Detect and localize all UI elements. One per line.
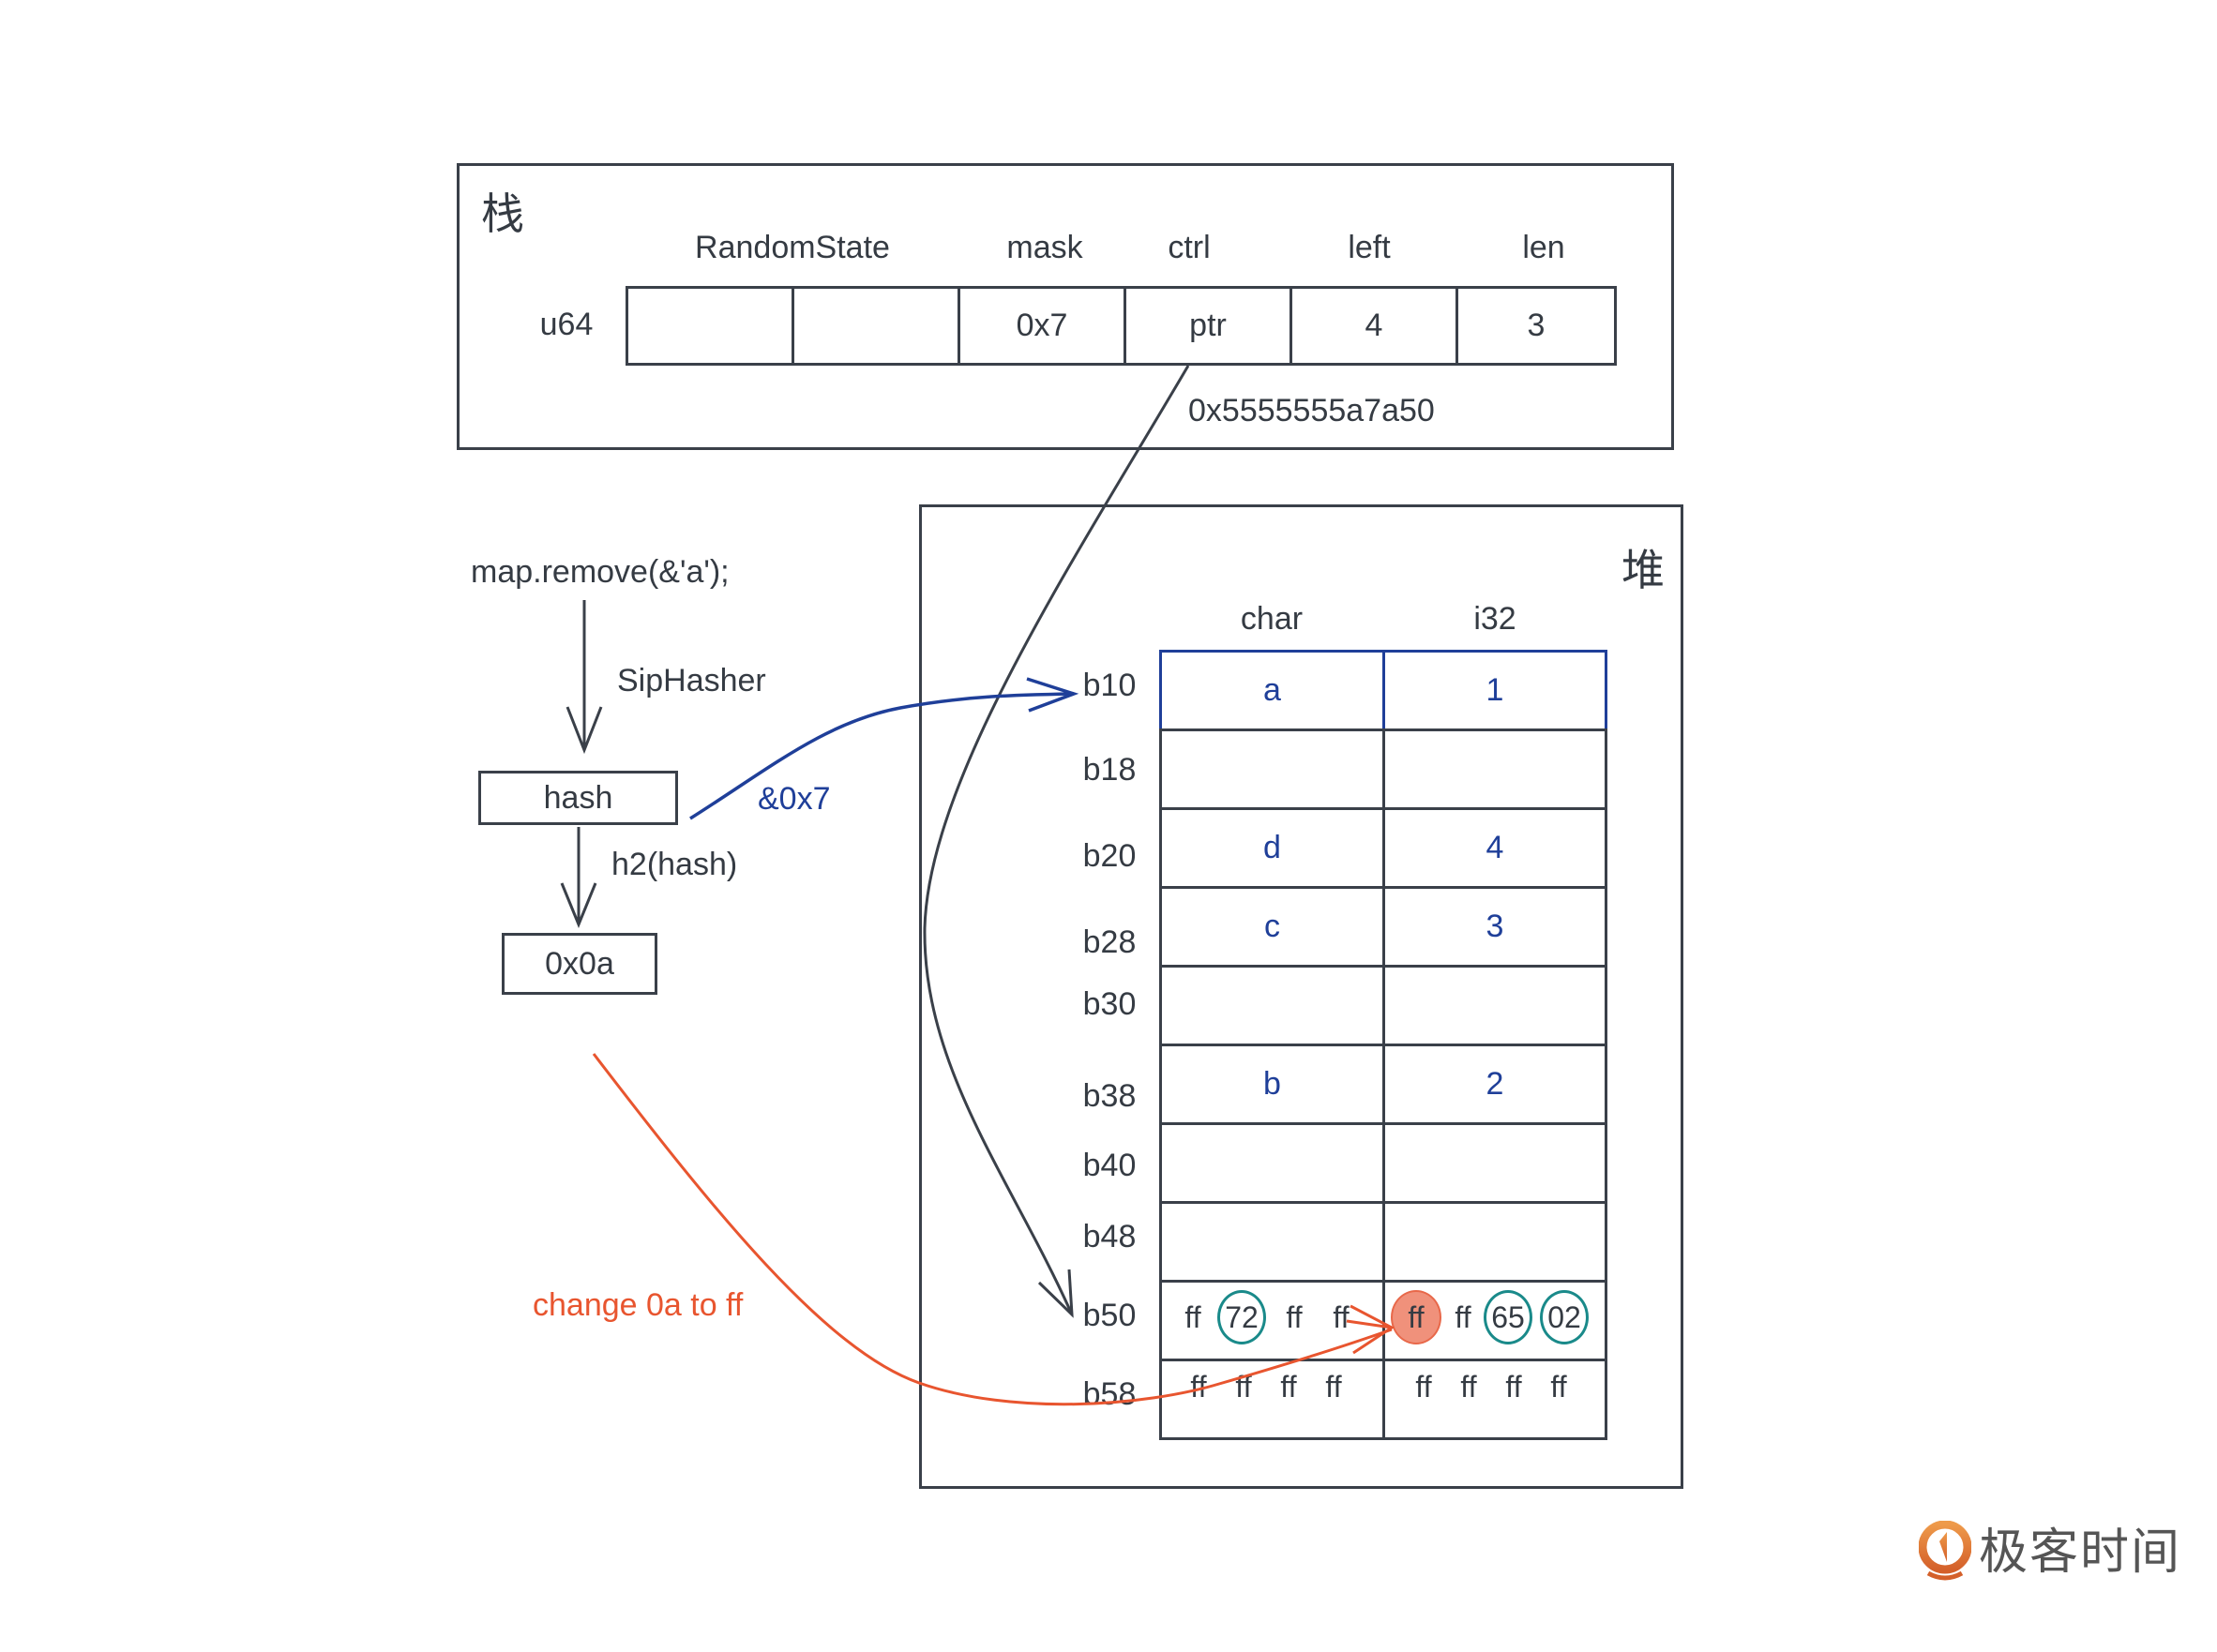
logo-icon	[1918, 1520, 1972, 1581]
ctrl-byte: ff	[1415, 1370, 1432, 1404]
stack-header-randomstate: RandomState	[695, 230, 890, 265]
ctrl-byte: ff	[1325, 1370, 1342, 1404]
heap-row-address: b58	[1082, 1376, 1137, 1412]
heap-cell-i32	[1382, 1122, 1607, 1204]
heap-row-address: b28	[1082, 924, 1137, 960]
stack-cell-left: 4	[1289, 286, 1458, 366]
heap-row-address: b38	[1082, 1078, 1137, 1114]
ctrl-byte: ff	[1286, 1300, 1303, 1334]
heap-cell-i32	[1382, 1201, 1607, 1283]
stack-cell-len: 3	[1455, 286, 1617, 366]
ctrl-byte: 02	[1547, 1300, 1581, 1334]
heap-cell-i32	[1382, 965, 1607, 1046]
ctrl-byte: 72	[1225, 1300, 1259, 1334]
ctrl-byte: ff	[1455, 1300, 1471, 1334]
stack-cell-randomstate-0	[626, 286, 794, 366]
h2-result-box: 0x0a	[502, 933, 657, 995]
heap-row-address: b20	[1082, 838, 1137, 874]
brand-name: 极客时间	[1979, 1524, 2182, 1581]
h2-arrow	[560, 827, 597, 928]
heap-row-address: b48	[1082, 1219, 1137, 1254]
siphasher-arrow	[566, 600, 603, 755]
changed-byte-marker	[1391, 1290, 1441, 1344]
ctrl-byte: ff	[1333, 1300, 1350, 1334]
heap-row-address: b40	[1082, 1148, 1137, 1183]
heap-cell-char: c	[1159, 886, 1385, 968]
heap-cell-i32: 3	[1382, 886, 1607, 968]
heap-row-address: b30	[1082, 986, 1137, 1022]
stack-row-label: u64	[539, 307, 594, 342]
heap-frame	[919, 504, 1683, 1489]
heap-cell-i32: 2	[1382, 1044, 1607, 1125]
heap-cell-char	[1159, 1122, 1385, 1204]
heap-cell-i32: 1	[1382, 650, 1607, 731]
heap-header-i32: i32	[1473, 601, 1516, 637]
remove-call-code: map.remove(&'a');	[471, 554, 730, 590]
heap-cell-i32-value: 2	[1486, 1066, 1504, 1102]
ctrl-byte: 65	[1491, 1300, 1525, 1334]
heap-cell-char-value: d	[1263, 830, 1281, 865]
ctrl-byte: ff	[1505, 1370, 1522, 1404]
heap-cell-char-value: c	[1264, 909, 1280, 944]
h2-match-ring	[1484, 1290, 1532, 1344]
heap-cell-i32-value: 3	[1486, 909, 1504, 944]
heap-header-char: char	[1240, 601, 1304, 637]
heap-row-address: b18	[1082, 752, 1137, 788]
mask-and-label: &0x7	[758, 781, 831, 817]
heap-row-address: b10	[1082, 668, 1137, 703]
stack-title: 栈	[481, 188, 524, 239]
brand-logo	[1918, 1520, 1972, 1589]
heap-cell-i32-value: 4	[1486, 830, 1504, 865]
stack-cell-ctrl: ptr	[1124, 286, 1292, 366]
heap-cell-char	[1159, 728, 1385, 810]
ctrl-pointer-address: 0x5555555a7a50	[1188, 393, 1435, 428]
heap-cell-char: a	[1159, 650, 1385, 731]
heap-cell-char-value: b	[1263, 1066, 1281, 1102]
heap-cell-i32-value: 1	[1486, 672, 1504, 708]
ctrl-byte: ff	[1280, 1370, 1297, 1404]
h2-match-ring	[1540, 1290, 1589, 1344]
stack-header-len: len	[1522, 230, 1565, 265]
stack-cell-randomstate-1	[792, 286, 960, 366]
ctrl-byte: ff	[1190, 1370, 1207, 1404]
heap-cell-char	[1159, 965, 1385, 1046]
stack-header-left: left	[1348, 230, 1391, 265]
heap-row-address: b50	[1082, 1298, 1137, 1333]
ctrl-byte: ff	[1550, 1370, 1567, 1404]
stack-header-ctrl: ctrl	[1168, 230, 1211, 265]
stack-header-mask: mask	[1006, 230, 1083, 265]
ctrl-byte: ff	[1460, 1370, 1477, 1404]
change-label: change 0a to ff	[533, 1287, 744, 1323]
heap-cell-char	[1159, 1201, 1385, 1283]
siphasher-label: SipHasher	[617, 663, 766, 698]
heap-cell-char-value: a	[1263, 672, 1281, 708]
hash-box: hash	[478, 771, 678, 825]
heap-cell-i32: 4	[1382, 807, 1607, 889]
h2-label: h2(hash)	[611, 847, 738, 882]
ctrl-byte: ff	[1235, 1370, 1252, 1404]
ctrl-byte: ff	[1408, 1300, 1425, 1334]
heap-cell-char: d	[1159, 807, 1385, 889]
heap-cell-i32	[1382, 728, 1607, 810]
heap-title: 堆	[1621, 545, 1665, 595]
ctrl-byte: ff	[1184, 1300, 1201, 1334]
stack-cell-mask: 0x7	[958, 286, 1126, 366]
heap-cell-char: b	[1159, 1044, 1385, 1125]
